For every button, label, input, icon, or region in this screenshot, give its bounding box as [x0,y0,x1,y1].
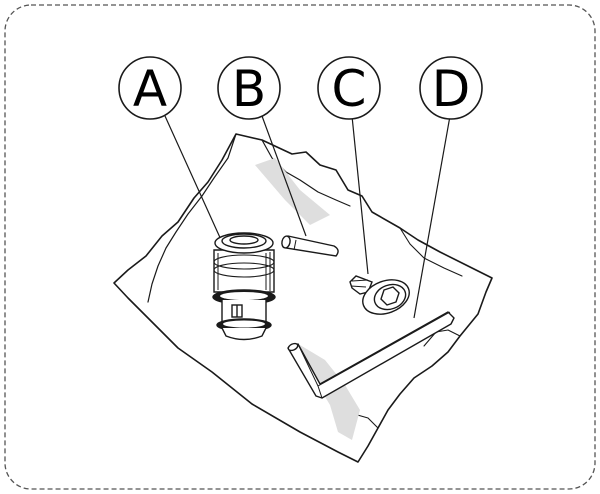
callout-b: B [217,56,281,120]
paper-sheet [113,133,493,463]
part-a-cartridge [212,232,276,341]
callout-a-label: A [133,60,167,118]
leader-line-a [164,115,223,243]
dashed-frame [4,4,596,490]
callout-d: D [419,56,483,120]
callout-a: A [118,56,182,120]
part-d-hex-key [287,311,455,399]
callout-c: C [317,56,381,120]
part-b-pin [281,235,339,257]
callout-d-label: D [432,60,471,118]
leader-line-c [351,115,369,275]
leader-line-d [413,115,451,319]
callout-b-label: B [232,60,266,118]
leader-line-b [261,115,307,237]
callout-c-label: C [332,60,367,118]
part-c-screw [349,275,410,315]
leader-lines [164,115,451,319]
